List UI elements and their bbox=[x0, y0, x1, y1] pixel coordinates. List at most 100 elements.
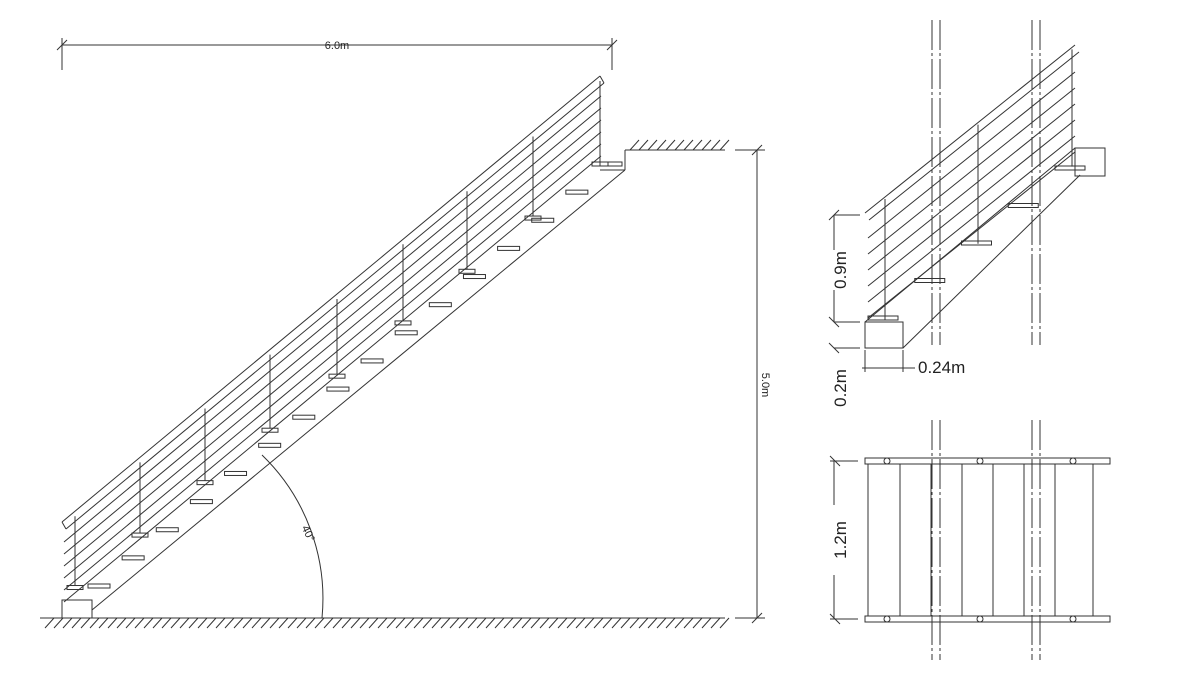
upper-ground-hatch bbox=[638, 139, 649, 151]
upper-ground-hatch bbox=[647, 139, 658, 151]
dimension-tick bbox=[828, 342, 840, 354]
ground-hatch bbox=[638, 617, 649, 629]
height-dimension-label: 5.0m bbox=[759, 373, 771, 397]
ground-hatch bbox=[449, 617, 460, 629]
stringer-line bbox=[91, 169, 626, 611]
upper-ground-hatch bbox=[683, 139, 694, 151]
tread bbox=[155, 527, 179, 533]
ground-hatch bbox=[188, 617, 199, 629]
handrail bbox=[868, 51, 1080, 221]
post-base-plate bbox=[196, 480, 214, 486]
ground-hatch bbox=[44, 617, 55, 629]
ground-hatch bbox=[377, 617, 388, 629]
post-base-plate bbox=[131, 532, 149, 538]
ground-hatch bbox=[107, 617, 118, 629]
ground-hatch bbox=[116, 617, 127, 629]
ground-hatch bbox=[602, 617, 613, 629]
railing-cable bbox=[63, 107, 602, 555]
ground-hatch bbox=[350, 617, 361, 629]
ground-hatch bbox=[674, 617, 685, 629]
railing-cable bbox=[63, 119, 602, 567]
railing-cable bbox=[63, 131, 602, 579]
post-base-plate bbox=[394, 320, 412, 326]
tread bbox=[497, 245, 521, 251]
ground-hatch bbox=[368, 617, 379, 629]
ground-hatch bbox=[683, 617, 694, 629]
upper-ground-hatch bbox=[719, 139, 730, 151]
handrail-end bbox=[61, 521, 67, 530]
handrail bbox=[65, 82, 605, 530]
side-rail bbox=[864, 615, 1111, 623]
ground-hatch bbox=[341, 617, 352, 629]
ground-hatch bbox=[296, 617, 307, 629]
railing-cable bbox=[867, 119, 1076, 287]
handrail bbox=[61, 75, 601, 523]
post-base-plate bbox=[328, 373, 346, 379]
ground-hatch bbox=[314, 617, 325, 629]
ground-hatch bbox=[278, 617, 289, 629]
tread bbox=[428, 302, 452, 308]
ground-hatch bbox=[143, 617, 154, 629]
ground-hatch bbox=[692, 617, 703, 629]
side-rail bbox=[864, 457, 1111, 465]
tread-depth-label: 0.24m bbox=[918, 358, 965, 377]
ground-hatch bbox=[656, 617, 667, 629]
ground-hatch bbox=[458, 617, 469, 629]
railing-cable bbox=[63, 155, 602, 603]
upper-ground-hatch bbox=[656, 139, 667, 151]
ground-hatch bbox=[593, 617, 604, 629]
ground-hatch bbox=[206, 617, 217, 629]
ground-hatch bbox=[179, 617, 190, 629]
ground-hatch bbox=[539, 617, 550, 629]
ground-hatch bbox=[98, 617, 109, 629]
ground-hatch bbox=[521, 617, 532, 629]
post-base-plate bbox=[261, 427, 279, 433]
ground-hatch bbox=[260, 617, 271, 629]
ground-hatch bbox=[476, 617, 487, 629]
dimension-tick bbox=[829, 455, 841, 467]
ground-hatch bbox=[503, 617, 514, 629]
ground-hatch bbox=[620, 617, 631, 629]
ground-hatch bbox=[53, 617, 64, 629]
post-base-plate bbox=[458, 268, 476, 274]
upper-ground-hatch bbox=[701, 139, 712, 151]
tread bbox=[360, 358, 384, 364]
tread bbox=[599, 161, 623, 167]
ground-hatch bbox=[701, 617, 712, 629]
ground-hatch bbox=[287, 617, 298, 629]
base-block bbox=[61, 599, 93, 619]
ground-hatch bbox=[512, 617, 523, 629]
post-base-plate bbox=[524, 215, 542, 221]
bolt bbox=[976, 457, 984, 465]
ground-hatch bbox=[152, 617, 163, 629]
bolt bbox=[883, 615, 891, 623]
top-block bbox=[1074, 147, 1106, 177]
dimension-tick bbox=[56, 39, 68, 51]
ground-hatch bbox=[647, 617, 658, 629]
railing-cable bbox=[63, 143, 602, 591]
width-dimension-label: 6.0m bbox=[325, 40, 349, 52]
ground-hatch bbox=[530, 617, 541, 629]
ground-hatch bbox=[611, 617, 622, 629]
ground-hatch bbox=[386, 617, 397, 629]
dimension-tick bbox=[751, 144, 763, 156]
ground-hatch bbox=[269, 617, 280, 629]
stringer-top bbox=[864, 147, 1076, 323]
ground-hatch bbox=[233, 617, 244, 629]
ground-hatch bbox=[305, 617, 316, 629]
ground-hatch bbox=[557, 617, 568, 629]
ground-hatch bbox=[80, 617, 91, 629]
ground-hatch bbox=[197, 617, 208, 629]
upper-ground-hatch bbox=[674, 139, 685, 151]
upper-ground-hatch bbox=[710, 139, 721, 151]
tread bbox=[867, 315, 899, 321]
ground-hatch bbox=[215, 617, 226, 629]
tread bbox=[189, 499, 213, 505]
railing-cable bbox=[867, 151, 1076, 319]
stair-outline bbox=[867, 463, 1094, 617]
bolt bbox=[1069, 615, 1077, 623]
ground-hatch bbox=[242, 617, 253, 629]
ground-hatch bbox=[440, 617, 451, 629]
railing-cable bbox=[867, 87, 1076, 255]
